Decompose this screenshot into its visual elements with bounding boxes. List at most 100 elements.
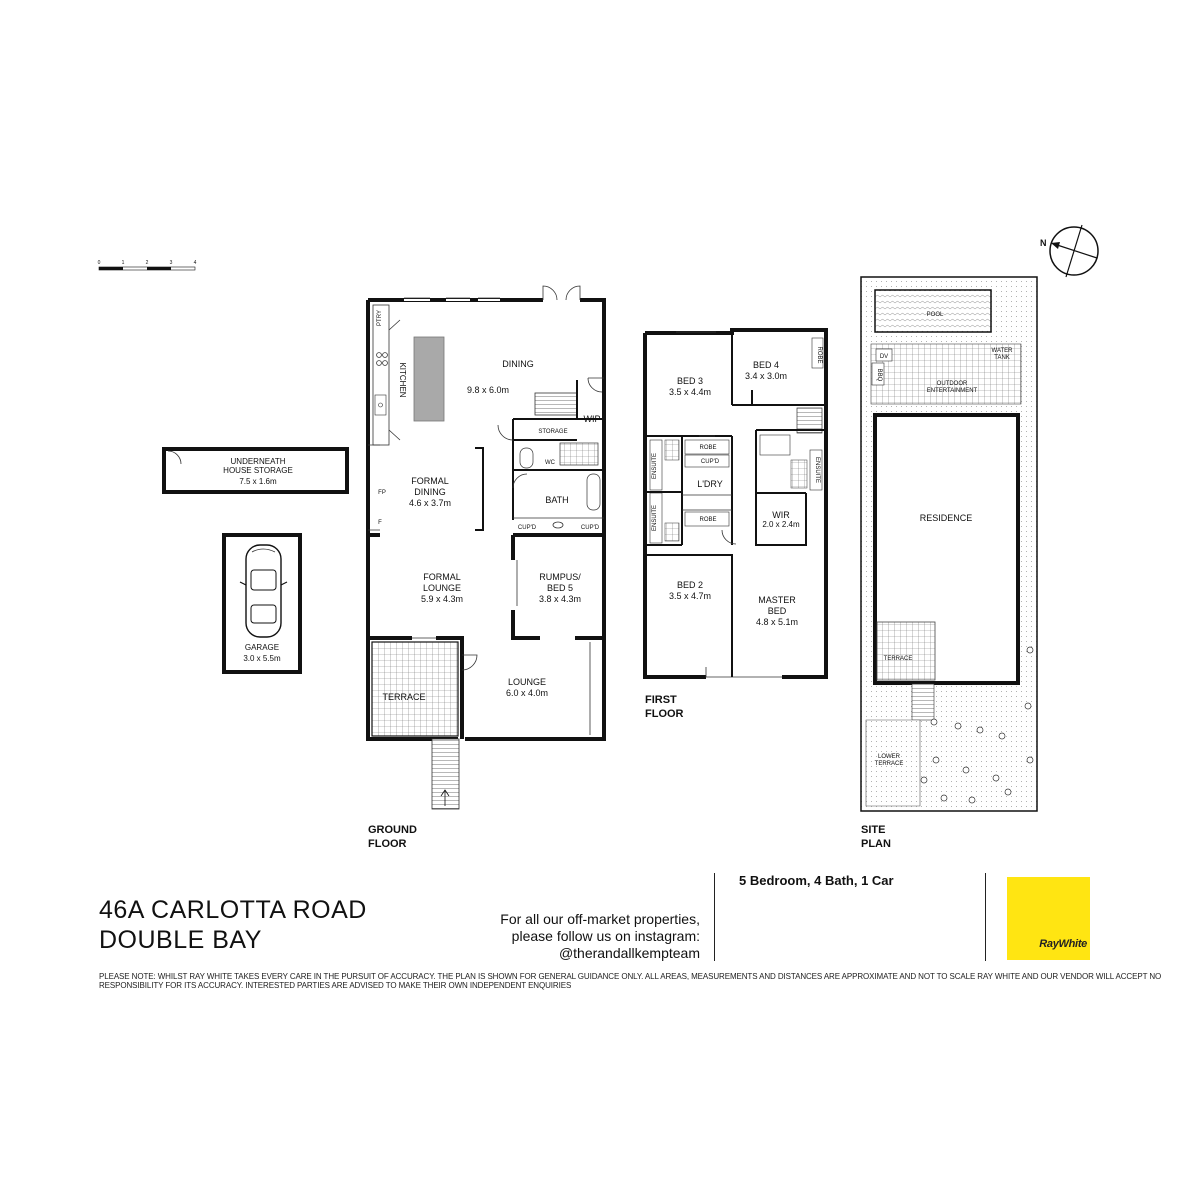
raywhite-logo: RayWhite <box>1007 877 1090 960</box>
pantry-label: PTRY <box>377 310 383 326</box>
laundry-label: L'DRY <box>697 479 723 489</box>
wir-dim: 2.0 x 2.4m <box>762 520 800 529</box>
ground-floor-heading-1: GROUND <box>368 824 417 836</box>
rumpus-label-1: RUMPUS/ <box>539 572 581 582</box>
car-icon <box>239 544 288 638</box>
bath-label: BATH <box>545 495 568 505</box>
terrace-label: TERRACE <box>382 692 425 702</box>
underneath-storage: UNDERNEATH HOUSE STORAGE 7.5 x 1.6m <box>162 447 349 494</box>
kitchen-island <box>413 336 445 422</box>
scale-bar: 0 1 2 3 4 <box>98 260 197 271</box>
first-floor-heading-1: FIRST <box>645 694 677 706</box>
scale-tick-3: 3 <box>170 260 173 266</box>
pool-label: POOL <box>927 312 944 318</box>
storage-underneath-dim: 7.5 x 1.6m <box>239 477 277 486</box>
robe-b-label: ROBE <box>699 445 716 451</box>
pool <box>874 289 992 333</box>
water-tank-label-1: WATER <box>992 348 1014 354</box>
site-plan: POOL DV BBQ WATER TANK OUTDOOR ENTERTAIN… <box>860 276 1038 812</box>
first-floor-plan: BED 3 3.5 x 4.4m BED 4 3.4 x 3.0m ROBE R… <box>643 328 828 720</box>
site-terrace-label: TERRACE <box>884 656 913 662</box>
dining-dim: 9.8 x 6.0m <box>467 385 509 395</box>
north-label: N <box>1040 238 1047 248</box>
stairs-first <box>796 407 823 434</box>
address-line-2: DOUBLE BAY <box>99 926 262 954</box>
cooktop-icon <box>376 352 388 366</box>
formal-dining-label-1: FORMAL <box>411 476 449 486</box>
scale-tick-1: 1 <box>122 260 125 266</box>
formal-dining-label-2: DINING <box>414 487 446 497</box>
lounge-label: LOUNGE <box>508 677 546 687</box>
property-address: 46A CARLOTTA ROAD DOUBLE BAY <box>99 895 367 955</box>
fridge-label: F <box>378 520 382 526</box>
property-specs: 5 Bedroom, 4 Bath, 1 Car <box>739 873 894 888</box>
bed3-label: BED 3 <box>677 376 703 386</box>
lower-terrace-label-2: TERRACE <box>875 761 904 767</box>
first-floor-heading-2: FLOOR <box>645 708 684 720</box>
external-stairs <box>431 738 460 810</box>
ensuite-a-label: ENSUITE <box>652 453 658 479</box>
formal-lounge-label-1: FORMAL <box>423 572 461 582</box>
storage-underneath-label-2: HOUSE STORAGE <box>223 466 293 475</box>
scale-tick-2: 2 <box>146 260 149 266</box>
ensuite-c-label: ENSUITE <box>814 457 820 483</box>
instagram-line-2: please follow us on instagram: <box>511 928 700 944</box>
north-arrow-icon: N <box>1040 224 1099 278</box>
bed3-dim: 3.5 x 4.4m <box>669 387 711 397</box>
kitchen-label: KITCHEN <box>398 362 407 397</box>
garage: GARAGE 3.0 x 5.5m <box>222 533 302 674</box>
shower <box>559 442 599 466</box>
instagram-note: For all our off-market properties, pleas… <box>500 911 700 962</box>
sink-icon <box>374 394 387 416</box>
address-line-1: 46A CARLOTTA ROAD <box>99 896 367 924</box>
master-bed-label-1: MASTER <box>758 595 796 605</box>
dining-label: DINING <box>502 359 534 369</box>
robe-c-label: ROBE <box>699 517 716 523</box>
lounge-dim: 6.0 x 4.0m <box>506 688 548 698</box>
scale-tick-4: 4 <box>194 260 197 266</box>
robe-a-label: ROBE <box>816 346 822 363</box>
outdoor-label-2: ENTERTAINMENT <box>927 388 978 394</box>
garden-shrubs-icon <box>920 646 1034 804</box>
bed4-label: BED 4 <box>753 360 779 370</box>
divider-left <box>714 873 715 961</box>
formal-dining-dim: 4.6 x 3.7m <box>409 498 451 508</box>
divider-right <box>985 873 986 961</box>
ground-floor-plan: PTRY KITCHEN DINING 9.8 x 6.0m WIP STORA… <box>366 285 606 850</box>
master-bed-label-2: BED <box>768 606 787 616</box>
storage-underneath-label-1: UNDERNEATH <box>231 457 286 466</box>
dv-label: DV <box>880 354 888 360</box>
up-arrow-icon <box>440 789 450 806</box>
garage-label: GARAGE <box>245 643 279 652</box>
storage-label: STORAGE <box>538 429 567 435</box>
master-bed-dim: 4.8 x 5.1m <box>756 617 798 627</box>
ground-floor-heading-2: FLOOR <box>368 838 407 850</box>
site-plan-heading-2: PLAN <box>861 838 891 850</box>
cupboard-first-label: CUP'D <box>701 459 720 465</box>
cupboard-right-label: CUP'D <box>581 525 600 531</box>
rumpus-dim: 3.8 x 4.3m <box>539 594 581 604</box>
bed2-label: BED 2 <box>677 580 703 590</box>
water-tank-label-2: TANK <box>994 355 1010 361</box>
bathtub-icon <box>586 473 601 511</box>
instagram-handle[interactable]: @therandallkempteam <box>558 945 700 961</box>
outdoor-label-1: OUTDOOR <box>937 381 968 387</box>
residence-label: RESIDENCE <box>920 513 973 523</box>
site-terrace <box>876 621 936 681</box>
formal-lounge-dim: 5.9 x 4.3m <box>421 594 463 604</box>
cupboard-left-label: CUP'D <box>518 525 537 531</box>
bbq-label: BBQ <box>876 369 882 382</box>
brand-name: RayWhite <box>1039 938 1087 950</box>
fireplace-label: FP <box>378 490 386 496</box>
basin-icon <box>552 521 564 529</box>
site-plan-heading-1: SITE <box>861 824 885 836</box>
ensuite-b-label: ENSUITE <box>652 505 658 531</box>
lower-terrace-label-1: LOWER <box>878 754 901 760</box>
toilet-icon <box>519 447 534 469</box>
formal-lounge-label-2: LOUNGE <box>423 583 461 593</box>
scale-tick-0: 0 <box>98 260 101 266</box>
wir-label: WIR <box>772 510 790 520</box>
rumpus-label-2: BED 5 <box>547 583 573 593</box>
garage-dim: 3.0 x 5.5m <box>243 654 281 663</box>
